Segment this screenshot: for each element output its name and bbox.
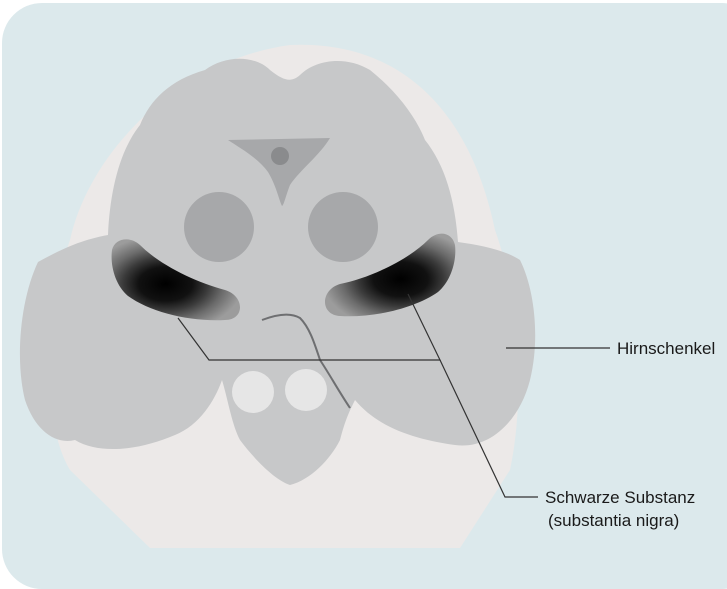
cerebral-aqueduct xyxy=(271,147,289,165)
red-nucleus-right xyxy=(308,192,378,262)
label-hirnschenkel: Hirnschenkel xyxy=(617,339,715,358)
label-substantia-nigra-line2: (substantia nigra) xyxy=(548,511,679,530)
red-nucleus-left xyxy=(184,192,254,262)
label-substantia-nigra-line1: Schwarze Substanz xyxy=(545,488,695,507)
light-spot-left xyxy=(232,371,274,413)
light-spot-right xyxy=(285,369,327,411)
